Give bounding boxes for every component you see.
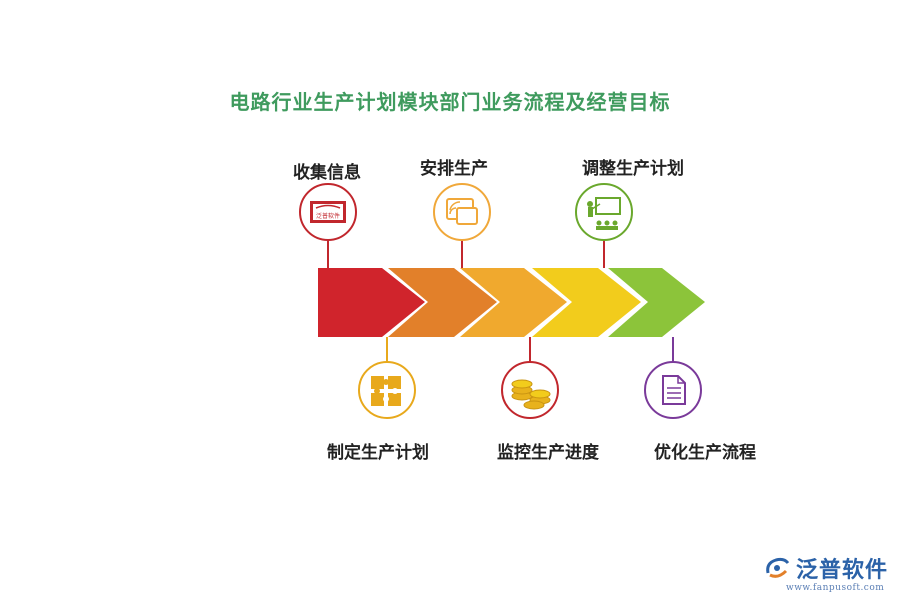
screen-signal-icon	[433, 183, 491, 241]
step-label-monitor-progress: 监控生产进度	[497, 443, 599, 463]
presentation-icon	[575, 183, 633, 241]
arrow-step-2	[388, 268, 497, 337]
arrow-step-1	[318, 268, 425, 337]
arrow-step-5	[608, 268, 705, 337]
document-icon	[644, 361, 702, 419]
arrow-step-4	[532, 268, 641, 337]
arrow-step-3	[460, 268, 567, 337]
puzzle-icon	[358, 361, 416, 419]
connectors	[327, 240, 674, 362]
brand-url: www.fanpusoft.com	[786, 583, 885, 593]
coins-icon	[501, 361, 559, 419]
diagram-title: 电路行业生产计划模块部门业务流程及经营目标	[229, 90, 671, 114]
brand-swirl-icon	[766, 557, 790, 578]
logo-card-icon: 泛普软件	[299, 183, 357, 241]
brand-logo: 泛普软件	[764, 552, 888, 584]
brand-name: 泛普软件	[796, 558, 889, 583]
step-label-make-plan: 制定生产计划	[327, 443, 429, 463]
step-label-adjust-plan: 调整生产计划	[582, 159, 684, 179]
svg-text:泛普软件: 泛普软件	[316, 212, 340, 220]
step-label-collect-info: 收集信息	[293, 163, 361, 183]
arrow-chain	[318, 268, 705, 337]
step-label-arrange-production: 安排生产	[420, 159, 488, 179]
step-label-optimize-process: 优化生产流程	[654, 443, 756, 463]
